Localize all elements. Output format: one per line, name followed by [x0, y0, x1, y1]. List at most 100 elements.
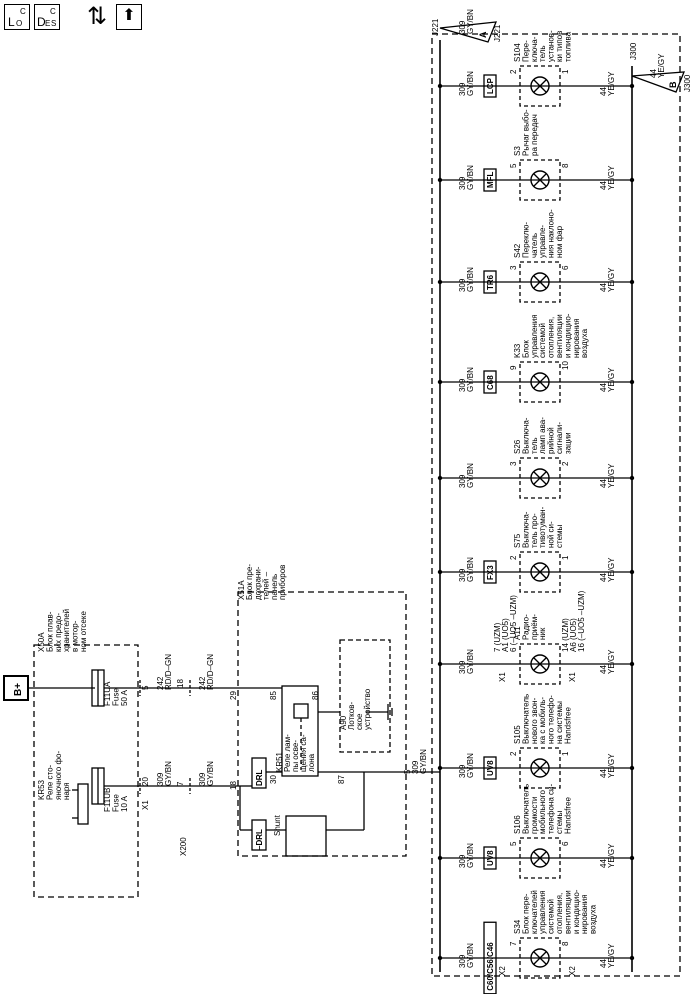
- navigate-up-icon[interactable]: ⬆: [116, 4, 142, 30]
- lamp-icon: [533, 79, 547, 93]
- wire-number: 309: [198, 772, 207, 786]
- wire-number: 309: [458, 20, 467, 34]
- not-drl-label: –DRL: [255, 829, 264, 850]
- fuse-f11ua-label: F11UA: [103, 681, 112, 706]
- lamp-icon: [533, 471, 547, 485]
- component-description: S104: [513, 43, 522, 62]
- description-view-icon[interactable]: D E S C: [34, 4, 60, 30]
- wire-color: GY/BN: [466, 463, 475, 488]
- wire-number: 44: [599, 859, 608, 868]
- branch-tag-label: LCP: [486, 77, 495, 94]
- loc-main-letter: L: [8, 15, 15, 29]
- junction-dot: [437, 279, 443, 285]
- component-description: отопления,: [555, 893, 564, 934]
- component-description: зации: [563, 432, 572, 454]
- lamp-icon: [533, 951, 547, 965]
- component-description: и кондицио-: [563, 313, 572, 358]
- panel-block-label: дохрани-: [253, 566, 262, 600]
- wire-color: GY/BN: [419, 749, 428, 774]
- wire-number: 242: [198, 676, 207, 690]
- signal-flow-icon[interactable]: ⇅: [82, 4, 112, 30]
- shunt-label: Shunt: [273, 814, 282, 836]
- a90-label: Лотков-: [347, 702, 356, 730]
- pin-top: 5: [509, 163, 518, 168]
- junction-dot: [629, 475, 635, 481]
- a90-label: ское: [355, 713, 364, 730]
- component-description: ка с мобиль-: [538, 697, 547, 744]
- pin-bottom: 6: [561, 841, 570, 846]
- branch-tag-box: [483, 168, 497, 192]
- location-view-icon[interactable]: L O C: [4, 4, 30, 30]
- component-description: S3: [513, 146, 522, 156]
- wire-color: YE/GY: [607, 71, 616, 96]
- junction-j300-letter: B: [668, 81, 678, 88]
- component-description: S34: [513, 919, 522, 934]
- component-description: нирования: [572, 318, 581, 358]
- component-description: установ-: [547, 30, 556, 62]
- lamp-icon: [533, 761, 547, 775]
- junction-dot: [629, 955, 635, 961]
- branch-tag-box: [483, 270, 497, 294]
- wire-color: GY/BN: [466, 649, 475, 674]
- relay-kr51-label: лона: [307, 753, 316, 772]
- a90-box: [339, 639, 391, 753]
- pin-top-extra: A1 (UO5): [501, 618, 510, 652]
- drl-label: DRL: [255, 769, 264, 786]
- desc-main-letter: D: [37, 15, 46, 29]
- lamp-icon: [530, 372, 550, 392]
- wire-number: 44: [599, 181, 608, 190]
- component-description: отопления,: [547, 317, 556, 358]
- component-description: Радио-: [521, 614, 530, 640]
- relay-kr51-body: [281, 685, 319, 777]
- lamp-icon: [530, 848, 550, 868]
- junction-dot: [437, 955, 443, 961]
- pin-top: 6 (–UO5 –UZM): [509, 595, 518, 652]
- relay-kr53-label: KR53: [37, 779, 46, 800]
- connector-label: X2: [568, 966, 577, 976]
- relay-kr51-label: Реле лам-: [283, 734, 292, 772]
- desc-sup-letter: C: [50, 7, 56, 16]
- relay-kr53-label: яночного фо-: [54, 750, 63, 800]
- component-description: мобильного: [538, 790, 547, 834]
- wire-color: GY/BN: [466, 267, 475, 292]
- component-description: Выключатель: [521, 784, 530, 834]
- junction-dot: [629, 379, 635, 385]
- pin-top: 3: [509, 461, 518, 466]
- wire-number: 309: [458, 82, 467, 96]
- component-box: [519, 551, 561, 593]
- pin-bottom: 1: [561, 751, 570, 756]
- component-description: топлива: [563, 31, 572, 62]
- wire-color: GY/BN: [466, 165, 475, 190]
- relay-pin: 30: [269, 775, 278, 784]
- connector-label: X1: [498, 672, 507, 682]
- branch-tag-label: FX3: [486, 565, 495, 580]
- component-box: [519, 361, 561, 403]
- junction-j221-label: J221: [431, 18, 440, 36]
- lamp-icon: [533, 851, 547, 865]
- loc-sup-letter: C: [20, 7, 26, 16]
- pin-bottom-extra: 16 (–UO5 –UZM): [577, 590, 586, 652]
- junction-dot: [629, 569, 635, 575]
- junction-j300-label: J300: [629, 42, 638, 60]
- wire-color: YE/GY: [607, 165, 616, 190]
- component-description: чатель: [530, 233, 539, 258]
- component-description: стемы: [555, 524, 564, 548]
- component-description: вентиляции: [563, 890, 572, 934]
- component-box: [519, 457, 561, 499]
- panel-block-label: телей –: [262, 571, 271, 600]
- component-description: приём-: [530, 614, 539, 640]
- wire-number: 309: [458, 568, 467, 582]
- component-description: воздуха: [589, 904, 598, 934]
- wire-number: 309: [458, 378, 467, 392]
- connector-pin: 7: [176, 781, 185, 786]
- component-description: нового звон-: [530, 697, 539, 744]
- branch-tag-label: UV8: [486, 850, 495, 866]
- relay-kr51-label: щения са-: [299, 734, 308, 772]
- component-description: ном фар: [555, 225, 564, 258]
- wire-number: 309: [458, 278, 467, 292]
